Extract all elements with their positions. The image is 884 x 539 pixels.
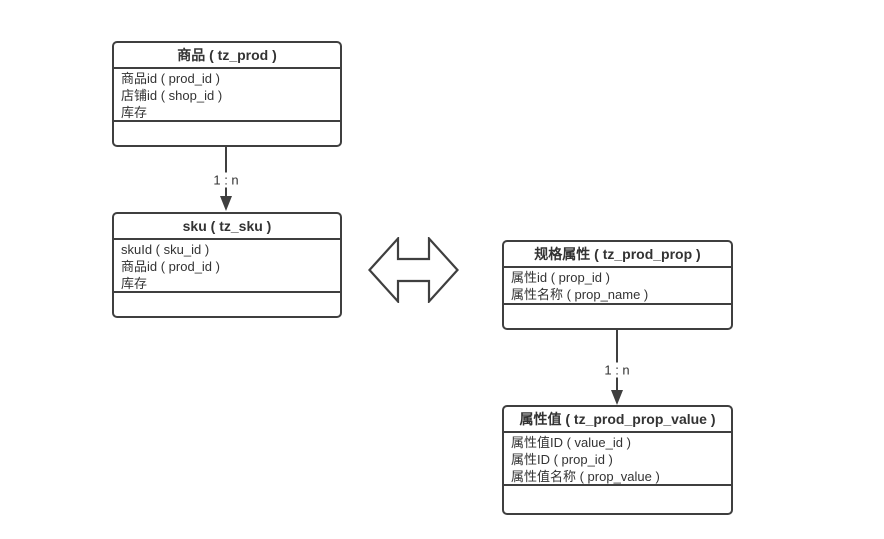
entity-field: 属性ID ( prop_id ) <box>511 452 613 467</box>
entity-field: 商品id ( prod_id ) <box>121 259 220 274</box>
entity-field: 库存 <box>121 276 148 291</box>
entity-field: 属性id ( prop_id ) <box>511 270 610 285</box>
entity-tz-prod-prop-value[interactable]: 属性值 ( tz_prod_prop_value ) 属性值ID ( value… <box>502 405 733 515</box>
entity-field: 属性值ID ( value_id ) <box>511 435 631 450</box>
arrowhead-down-icon <box>611 390 623 405</box>
entity-tz-sku-footer-empty <box>114 293 340 316</box>
entity-field: 属性值名称 ( prop_value ) <box>511 469 660 484</box>
entity-tz-prod-prop[interactable]: 规格属性 ( tz_prod_prop ) 属性id ( prop_id ) 属… <box>502 240 733 330</box>
entity-tz-prod[interactable]: 商品 ( tz_prod ) 商品id ( prod_id ) 店铺id ( s… <box>112 41 342 147</box>
entity-tz-sku[interactable]: sku ( tz_sku ) skuId ( sku_id ) 商品id ( p… <box>112 212 342 318</box>
connector-prop-to-prop-value[interactable]: 1 : n <box>595 330 639 405</box>
connector-prod-to-sku[interactable]: 1 : n <box>204 147 248 211</box>
entity-tz-prod-prop-value-title: 属性值 ( tz_prod_prop_value ) <box>504 407 731 433</box>
entity-tz-sku-title: sku ( tz_sku ) <box>114 214 340 240</box>
entity-field: 库存 <box>121 105 148 120</box>
entity-tz-prod-title: 商品 ( tz_prod ) <box>114 43 340 69</box>
entity-tz-prod-fields: 商品id ( prod_id ) 店铺id ( shop_id ) 库存 <box>114 69 340 122</box>
entity-tz-prod-prop-footer-empty <box>504 305 731 328</box>
entity-field: 属性名称 ( prop_name ) <box>511 287 649 302</box>
entity-tz-prod-prop-value-fields: 属性值ID ( value_id ) 属性ID ( prop_id ) 属性值名… <box>504 433 731 486</box>
entity-tz-sku-fields: skuId ( sku_id ) 商品id ( prod_id ) 库存 <box>114 240 340 293</box>
entity-field: 店铺id ( shop_id ) <box>121 88 223 103</box>
entity-tz-prod-footer-empty <box>114 122 340 145</box>
entity-field: 商品id ( prod_id ) <box>121 71 220 86</box>
entity-tz-prod-prop-title: 规格属性 ( tz_prod_prop ) <box>504 242 731 268</box>
entity-tz-prod-prop-value-footer-empty <box>504 486 731 513</box>
relation-label: 1 : n <box>210 172 242 188</box>
arrowhead-down-icon <box>220 196 232 211</box>
entity-tz-prod-prop-fields: 属性id ( prop_id ) 属性名称 ( prop_name ) <box>504 268 731 305</box>
bidirectional-arrow-icon[interactable] <box>368 237 459 303</box>
relation-label: 1 : n <box>601 362 633 378</box>
entity-field: skuId ( sku_id ) <box>121 242 210 257</box>
